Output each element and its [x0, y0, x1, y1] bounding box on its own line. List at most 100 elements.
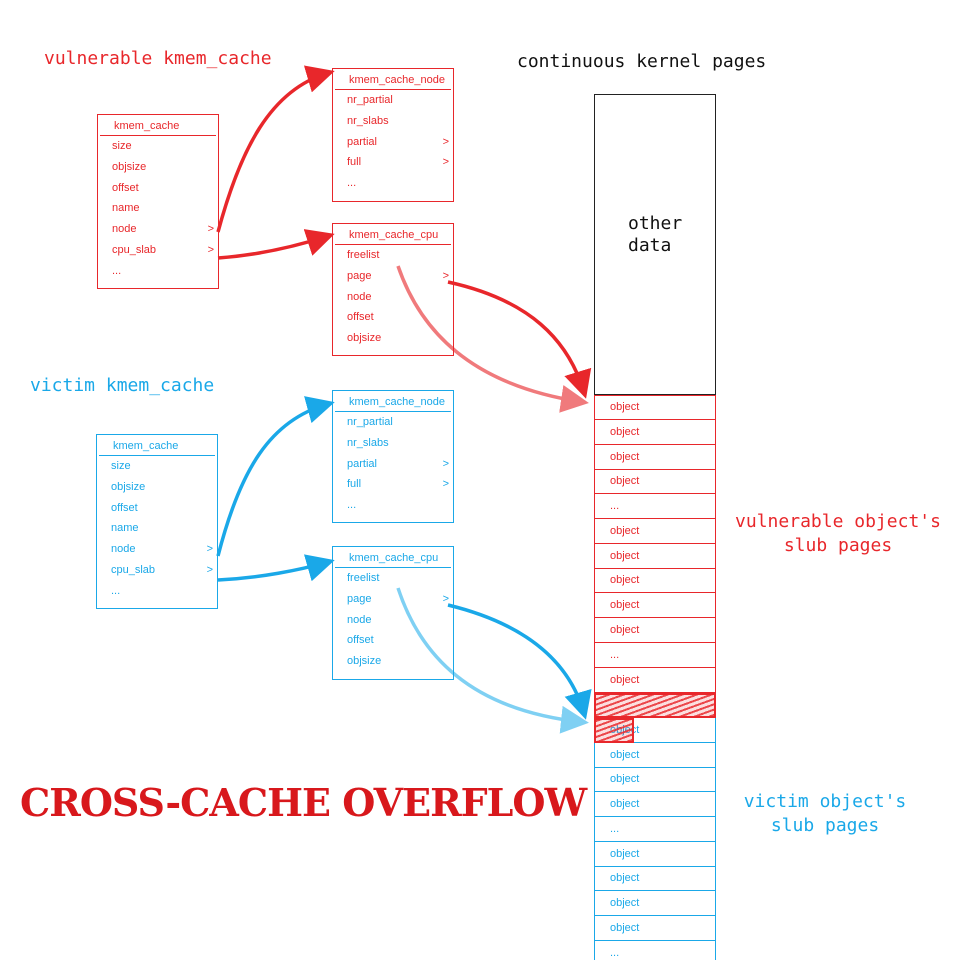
chevron-right-icon: > [442, 457, 449, 470]
other-data-region: other data [594, 94, 716, 395]
vuln-kmem-cache-cpu-box: kmem_cache_cpu freelist page > node offse… [332, 223, 454, 356]
field-label: page [347, 269, 372, 282]
field-label: full [347, 156, 362, 169]
field-label: full [347, 478, 362, 491]
field: objsize [111, 480, 146, 493]
field: nr_partial [347, 416, 393, 428]
field: name [111, 522, 139, 535]
diagram-title: CROSS-CACHE OVERFLOW [20, 780, 587, 825]
vuln-object-slot: object [594, 469, 716, 494]
box-header: kmem_cache [99, 435, 215, 456]
victim-freelist-arrow [396, 587, 589, 734]
vuln-object-slot: object [594, 544, 716, 569]
pointer-field: partial > [333, 454, 453, 475]
box-header: kmem_cache [100, 115, 216, 136]
victim-object-slot: object [594, 842, 716, 867]
pointer-field: cpu_slab > [98, 240, 218, 261]
vuln-object-slot: ... [594, 494, 716, 519]
field: size [112, 140, 132, 152]
field: objsize [112, 160, 147, 173]
field-label: node [112, 223, 137, 236]
victim-page-arrow [447, 603, 592, 720]
field: objsize [347, 655, 382, 668]
vuln-object-slot: object [594, 420, 716, 445]
field: nr_partial [347, 94, 393, 106]
field: freelist [347, 249, 380, 261]
vuln-object-slot: object [594, 445, 716, 470]
field: ... [112, 264, 122, 277]
vuln-object-slot: object [594, 568, 716, 593]
field: node [347, 613, 372, 626]
victim-object-slot: object [594, 743, 716, 768]
vuln-kmem-cache-node-box: kmem_cache_node nr_partial nr_slabs part… [332, 68, 454, 202]
pointer-field: page > [333, 589, 453, 610]
field: ... [111, 584, 121, 597]
victim-object-slot: ... [610, 947, 620, 959]
field: freelist [347, 572, 380, 584]
field-label: cpu_slab [111, 563, 156, 576]
victim-kmem-cache-box: kmem_cache size objsize offset name node… [96, 434, 218, 609]
chevron-right-icon: > [442, 269, 449, 282]
chevron-right-icon: > [442, 135, 449, 148]
field: objsize [347, 332, 382, 345]
pointer-field: cpu_slab > [97, 560, 217, 581]
pointer-field: node > [97, 539, 217, 560]
field-label: node [111, 543, 136, 556]
vuln-object-slot: object [594, 593, 716, 618]
vuln-object-slot: object [594, 519, 716, 544]
field: offset [347, 634, 374, 647]
field-label: partial [347, 135, 377, 148]
vulnerable-slub-caption: vulnerable object's slub pages [735, 511, 941, 556]
chevron-right-icon: > [206, 543, 213, 556]
field: offset [112, 181, 139, 194]
vulnerable-cache-label: vulnerable kmem_cache [44, 48, 272, 69]
chevron-right-icon: > [442, 592, 449, 605]
victim-object-slot: object [594, 866, 716, 891]
vuln-kmem-cache-box: kmem_cache size objsize offset name node… [97, 114, 219, 289]
vuln-object-slot: object [594, 618, 716, 643]
pointer-field: node > [98, 219, 218, 240]
pointer-field: full > [333, 152, 453, 173]
field-label: page [347, 592, 372, 605]
box-header: kmem_cache_cpu [335, 547, 451, 568]
victim-kmem-cache-cpu-box: kmem_cache_cpu freelist page > node offse… [332, 546, 454, 680]
victim-kmem-cache-node-box: kmem_cache_node nr_partial nr_slabs part… [332, 390, 454, 523]
victim-cpu-slab-arrow [217, 554, 335, 582]
field: ... [347, 177, 357, 190]
field-label: partial [347, 457, 377, 470]
box-header: kmem_cache_cpu [335, 224, 451, 245]
victim-object-slot: object [594, 792, 716, 817]
chevron-right-icon: > [442, 156, 449, 169]
field: name [112, 202, 140, 215]
field: nr_slabs [347, 436, 389, 449]
other-data-label: other data [628, 213, 683, 256]
corrupted-object-hatch [594, 718, 634, 743]
victim-cache-label: victim kmem_cache [30, 375, 215, 396]
vuln-freelist-arrow [396, 265, 589, 413]
pointer-field: partial > [333, 132, 453, 153]
chevron-right-icon: > [207, 243, 214, 256]
victim-slub-caption: victim object's slub pages [743, 791, 907, 836]
chevron-right-icon: > [207, 223, 214, 236]
pointer-field: page > [333, 266, 453, 287]
box-header: kmem_cache_node [335, 69, 451, 90]
field: size [111, 460, 131, 472]
chevron-right-icon: > [206, 563, 213, 576]
field-label: cpu_slab [112, 243, 157, 256]
box-header: kmem_cache_node [335, 391, 451, 412]
victim-object-slot: object [594, 767, 716, 792]
vuln-node-arrow [216, 65, 335, 233]
kernel-pages-column: other data object object object object .… [594, 94, 716, 960]
vuln-page-arrow [447, 280, 592, 399]
victim-node-arrow [216, 396, 335, 557]
continuous-pages-label: continuous kernel pages [517, 51, 767, 72]
victim-object-slot: object [594, 916, 716, 941]
overflow-hatch [594, 693, 716, 718]
victim-object-slot: object [594, 891, 716, 916]
chevron-right-icon: > [442, 478, 449, 491]
field: offset [347, 311, 374, 324]
field: node [347, 290, 372, 303]
vuln-object-slot: ... [594, 643, 716, 668]
vuln-object-slot: object [594, 395, 716, 420]
